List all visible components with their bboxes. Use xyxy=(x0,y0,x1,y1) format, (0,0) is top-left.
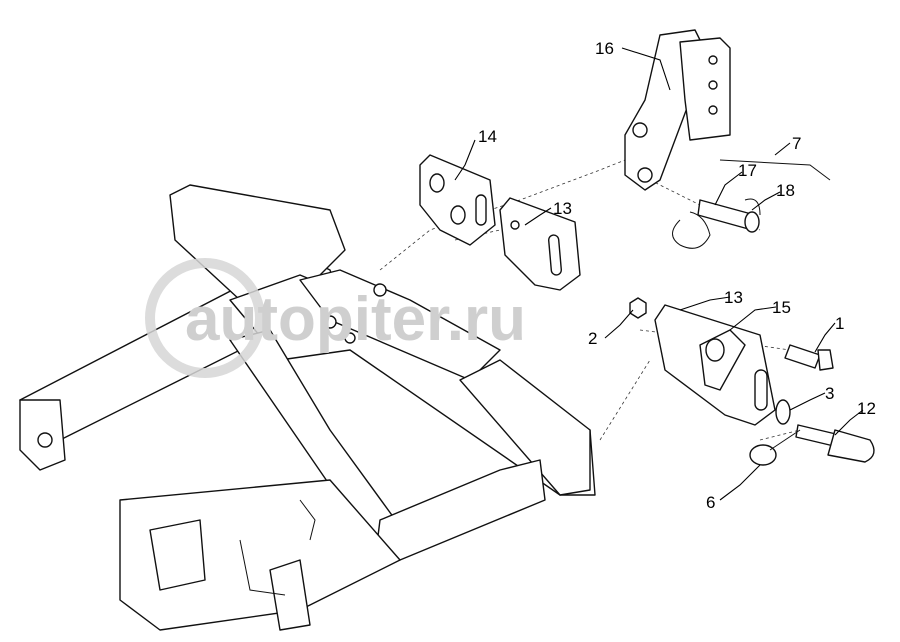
part-16-bracket xyxy=(624,29,731,191)
part-14-plate xyxy=(419,154,496,246)
part-3-washer xyxy=(775,399,791,425)
label-7: 7 xyxy=(792,134,801,153)
part-1-bolt xyxy=(784,344,834,371)
part-7-pin-kit xyxy=(672,159,831,249)
label-2: 2 xyxy=(588,329,597,348)
watermark-logo: autopiter.ru xyxy=(145,258,526,378)
part-13-15-assembly xyxy=(654,304,776,426)
label-17: 17 xyxy=(738,161,757,180)
label-13-lower: 13 xyxy=(724,288,743,307)
label-18: 18 xyxy=(776,181,795,200)
label-1: 1 xyxy=(835,314,844,333)
label-14: 14 xyxy=(478,127,497,146)
leader-lines xyxy=(454,47,864,501)
watermark-text: autopiter.ru xyxy=(185,285,526,354)
label-13-upper: 13 xyxy=(553,199,572,218)
callout-labels: 16 14 7 17 18 13 13 15 1 2 3 12 6 xyxy=(478,39,876,512)
part-13-plate-upper xyxy=(499,197,581,291)
main-frame xyxy=(19,184,596,631)
label-12: 12 xyxy=(857,399,876,418)
label-6: 6 xyxy=(706,493,715,512)
part-6-clip xyxy=(749,429,801,466)
part-12-pin xyxy=(795,424,875,463)
label-3: 3 xyxy=(825,384,834,403)
part-2-nut xyxy=(629,297,647,319)
label-16: 16 xyxy=(595,39,614,58)
label-15: 15 xyxy=(772,298,791,317)
